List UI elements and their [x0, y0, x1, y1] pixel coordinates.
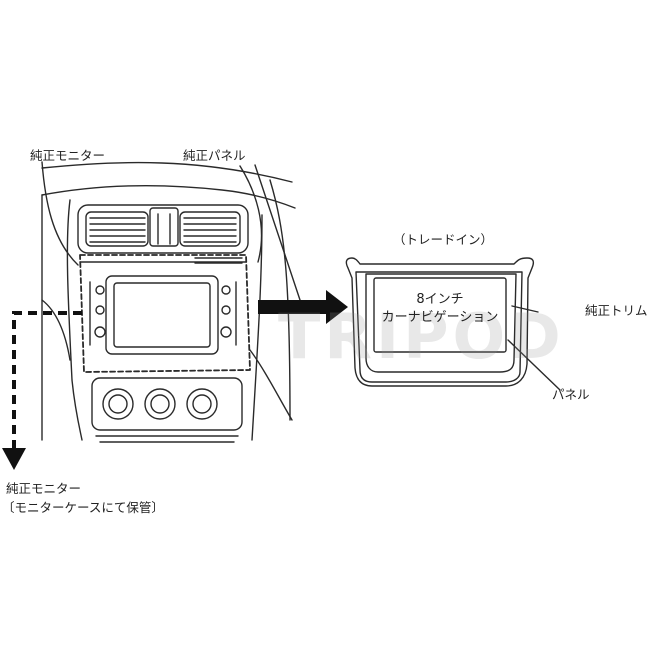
label-stored-monitor: 純正モニター	[6, 481, 82, 496]
dash-lower-curve	[41, 299, 71, 361]
windshield-line	[254, 164, 301, 301]
door-curve	[249, 349, 293, 421]
a-pillar-line	[269, 179, 291, 421]
tripod-watermark: TRIPOD	[278, 300, 565, 373]
knob-center	[144, 388, 176, 420]
genuine-monitor-screen	[113, 282, 211, 348]
leader-trim	[511, 305, 539, 313]
leader-monitor	[41, 161, 79, 266]
install-arrow-head	[326, 290, 348, 324]
label-genuine-monitor: 純正モニター	[30, 148, 106, 163]
vent-left	[85, 211, 149, 247]
nav-label-line1: 8インチ	[416, 292, 464, 307]
leader-panel-new	[507, 339, 561, 391]
knob-right	[186, 388, 218, 420]
knob-left	[102, 388, 134, 420]
removal-arrowhead	[2, 448, 26, 470]
climate-panel	[91, 377, 243, 431]
navigation-screen	[373, 277, 507, 353]
vent-right	[179, 211, 241, 247]
label-stored-note: 〔モニターケースにて保管〕	[2, 500, 164, 515]
vent-frame	[77, 204, 249, 254]
dash-upper-contour	[41, 185, 296, 209]
panel-outline	[365, 273, 517, 373]
genuine-monitor-bezel	[105, 275, 219, 355]
nav-label-line2: カーナビゲーション	[381, 309, 499, 325]
label-tray-din: （トレードイン）	[393, 232, 494, 247]
navigation-label: 8インチ カーナビゲーション	[374, 291, 506, 326]
label-genuine-panel: 純正パネル	[183, 148, 246, 163]
label-genuine-trim: 純正トリム	[585, 303, 648, 318]
leader-panel	[239, 165, 263, 263]
vent-center	[149, 207, 179, 247]
console-outer	[66, 199, 83, 441]
removal-path-dashed	[12, 311, 82, 450]
genuine-trim-outline	[345, 257, 535, 387]
install-arrow-shaft	[258, 300, 328, 314]
genuine-panel-dashed	[79, 254, 251, 373]
label-panel: パネル	[552, 387, 590, 402]
